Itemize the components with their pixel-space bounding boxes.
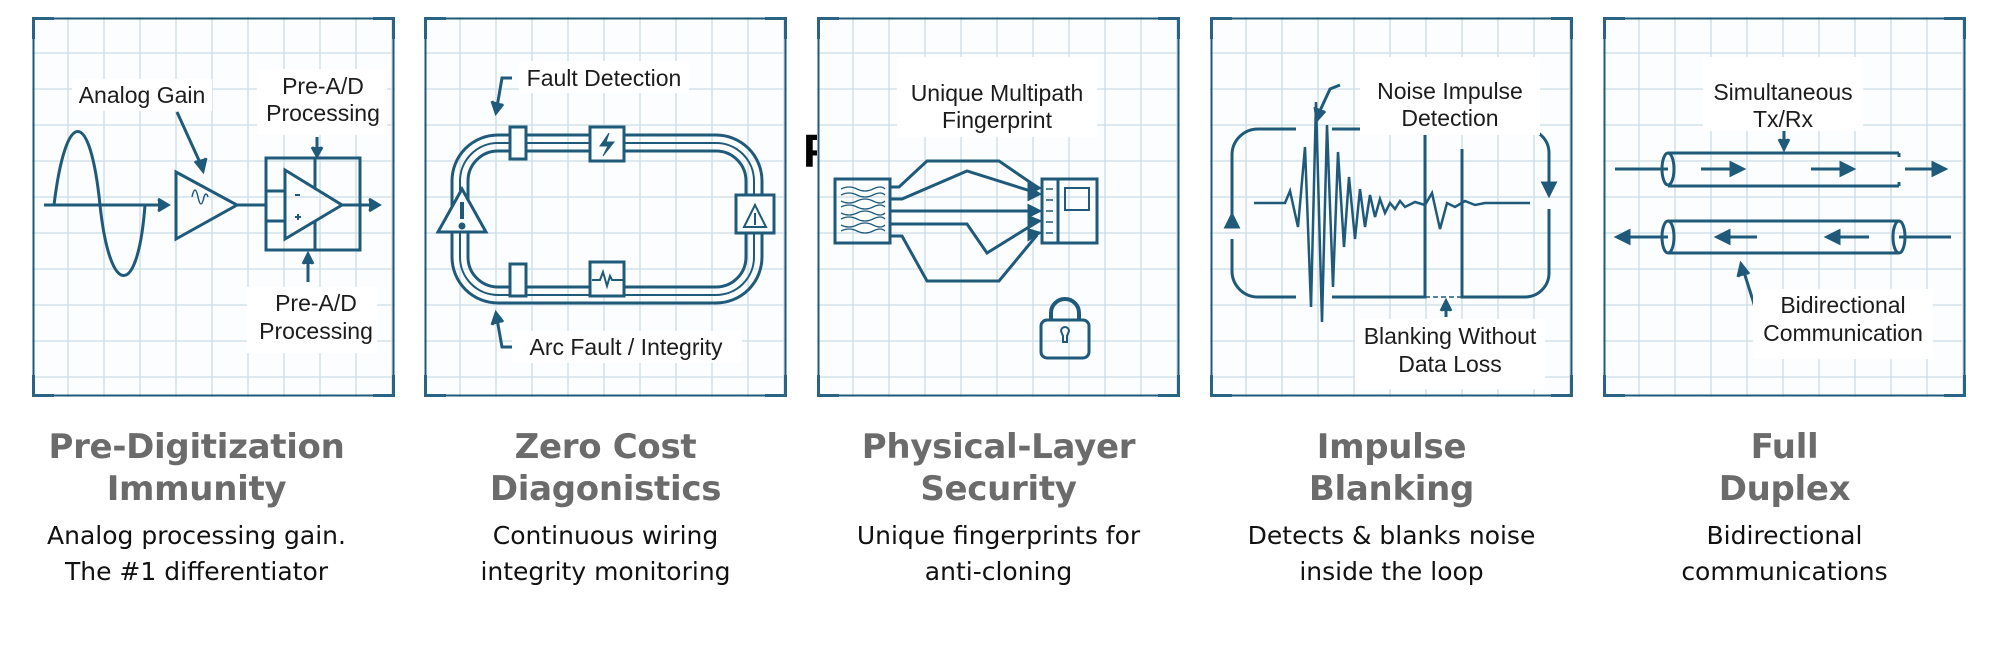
feature-description-line: communications <box>1681 557 1888 586</box>
label-pre-ad-top-2: Processing <box>266 100 380 126</box>
amplifier-triangle-icon <box>174 169 241 242</box>
label-fault-detection: Fault Detection <box>527 65 682 91</box>
feature-title-line: Physical-Layer <box>861 427 1136 467</box>
label-pre-ad-bottom-2: Processing <box>259 318 373 344</box>
feature-panel-physical-layer-security: Unique Multipath Fingerprint <box>817 17 1180 397</box>
diagram-impulse-blanking: Noise Impulse Detection Blanking Without… <box>1223 57 1558 389</box>
padlock-icon <box>1039 297 1091 360</box>
arrow-right-icon <box>1839 160 1857 178</box>
feature-title-line: Blanking <box>1308 469 1475 509</box>
feature-description: Unique fingerprints for anti-cloning <box>802 518 1195 590</box>
label-multipath-1: Unique Multipath <box>911 80 1084 106</box>
feature-title: Physical-Layer Security <box>802 426 1195 510</box>
feature-title-line: Impulse <box>1316 427 1467 467</box>
feature-description-line: Detects & blanks noise <box>1247 521 1536 550</box>
arrow-left-icon <box>1613 228 1631 246</box>
feature-title-line: Zero Cost <box>514 427 697 467</box>
label-tx-rx: Tx/Rx <box>1753 106 1814 132</box>
feature-description-line: The #1 differentiator <box>64 557 329 586</box>
label-arc-fault: Arc Fault / Integrity <box>529 334 723 360</box>
feature-panel-pre-digitization: Analog Gain Pre-A/D Processing Pre-A/D P… <box>32 17 395 397</box>
panel-border <box>32 17 395 397</box>
feature-description-line: anti-cloning <box>924 557 1073 586</box>
feature-caption: Zero Cost Diagonistics Continuous wiring… <box>409 426 802 590</box>
arrow-right-icon <box>1729 160 1747 178</box>
feature-panel-full-duplex: Simultaneous Tx/Rx Bidirectional Communi… <box>1603 17 1966 397</box>
feature-description-line: Analog processing gain. <box>47 521 346 550</box>
feature-caption: Physical-Layer Security Unique fingerpri… <box>802 426 1195 590</box>
label-analog-gain: Analog Gain <box>79 82 206 108</box>
label-noise-impulse-1: Noise Impulse <box>1377 78 1523 104</box>
feature-description: Detects & blanks noise inside the loop <box>1195 518 1588 590</box>
panel-border <box>1603 17 1966 397</box>
feature-panel-impulse-blanking: Noise Impulse Detection Blanking Without… <box>1210 17 1573 397</box>
arrow-left-icon <box>1713 228 1731 246</box>
panel-border <box>817 17 1180 397</box>
label-pre-ad-top-1: Pre-A/D <box>282 73 364 99</box>
multipath-arrows-icon <box>890 159 1043 283</box>
arrow-right-icon <box>1931 160 1949 178</box>
label-pre-ad-bottom-1: Pre-A/D <box>275 290 357 316</box>
label-bidirectional: Bidirectional <box>1780 292 1905 318</box>
label-communication: Communication <box>1763 320 1923 346</box>
feature-description-line: Unique fingerprints for <box>856 521 1141 550</box>
feature-description-line: Continuous wiring <box>492 521 719 550</box>
feature-description-line: integrity monitoring <box>480 557 731 586</box>
feature-description-line: inside the loop <box>1299 557 1484 586</box>
connector-icon <box>508 125 528 161</box>
feature-panel-zero-cost-diagnostics: Fault Detection Arc Fault / Integrity <box>424 17 787 397</box>
feature-title: Zero Cost Diagonistics <box>409 426 802 510</box>
feature-caption: Pre-Digitization Immunity Analog process… <box>0 426 393 590</box>
feature-title: Pre-Digitization Immunity <box>0 426 393 510</box>
rx-pipe-icon <box>1660 219 1951 255</box>
feature-title-line: Immunity <box>106 469 287 509</box>
feature-title-line: Duplex <box>1718 469 1851 509</box>
feature-description: Analog processing gain. The #1 different… <box>0 518 393 590</box>
feature-title-line: Full <box>1750 427 1819 467</box>
label-blanking-2: Data Loss <box>1398 351 1502 377</box>
feature-title-line: Pre-Digitization <box>48 427 345 467</box>
label-blanking-1: Blanking Without <box>1364 323 1537 349</box>
receiver-device-icon <box>1040 177 1099 245</box>
feature-caption: Full Duplex Bidirectional communications <box>1588 426 1981 590</box>
feature-title: Impulse Blanking <box>1195 426 1588 510</box>
diagram-pre-digitization: Analog Gain Pre-A/D Processing Pre-A/D P… <box>44 69 387 353</box>
impulse-waveform-icon <box>1254 101 1530 323</box>
feature-title-line: Security <box>920 469 1077 509</box>
feature-description: Bidirectional communications <box>1588 518 1981 590</box>
connector-icon <box>508 262 528 298</box>
arrow-head <box>157 197 171 213</box>
feature-title: Full Duplex <box>1588 426 1981 510</box>
label-noise-impulse-2: Detection <box>1401 105 1498 131</box>
label-multipath-2: Fingerprint <box>942 107 1053 133</box>
diagram-zero-cost-diagnostics: Fault Detection Arc Fault / Integrity <box>435 61 776 363</box>
feature-description: Continuous wiring integrity monitoring <box>409 518 802 590</box>
diagram-full-duplex: Simultaneous Tx/Rx Bidirectional Communi… <box>1613 57 1951 359</box>
feature-description-line: Bidirectional <box>1706 521 1863 550</box>
feature-title-line: Diagonistics <box>489 469 722 509</box>
fingerprint-lines <box>840 186 886 234</box>
diagram-physical-layer-security: Unique Multipath Fingerprint <box>833 57 1099 360</box>
panel-border <box>424 17 787 397</box>
tx-pipe-icon <box>1615 151 1901 188</box>
label-simultaneous: Simultaneous <box>1713 79 1852 105</box>
panel-border <box>1210 17 1573 397</box>
arrow-left-icon <box>1823 228 1841 246</box>
feature-caption: Impulse Blanking Detects & blanks noise … <box>1195 426 1588 590</box>
